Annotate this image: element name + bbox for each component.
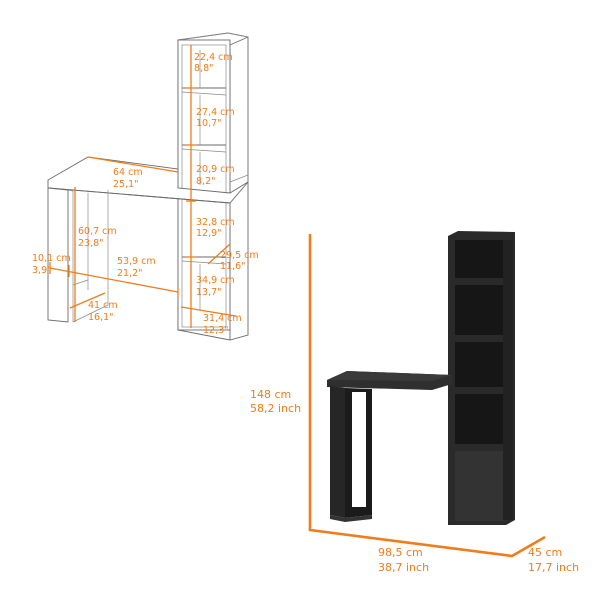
overall-dimension-labels: 148 cm 58,2 inch 98,5 cm 38,7 inch 45 cm… (250, 388, 579, 574)
height-cm: 148 cm (250, 388, 291, 401)
overall-dimension-lines (308, 234, 546, 558)
dim-label-in: 8,8" (194, 63, 213, 74)
dim-label-in: 12,3" (203, 325, 229, 336)
dim-label-cm: 22,4 cm (194, 52, 233, 63)
cabinet-door (455, 451, 503, 521)
shelf-compartment (455, 342, 503, 387)
dim-label-cm: 53,9 cm (117, 256, 156, 267)
shelf-compartment (455, 285, 503, 335)
dim-label-in: 12,9" (196, 228, 222, 239)
dim-label-cm: 29,5 cm (220, 250, 259, 261)
shelf-compartment (455, 394, 503, 444)
shelf-compartment (455, 240, 503, 278)
dim-label-cm: 20,9 cm (196, 164, 235, 175)
dim-label-in: 16,1" (88, 312, 114, 323)
dim-label-cm: 32,8 cm (196, 217, 235, 228)
dim-label-cm: 60,7 cm (78, 226, 117, 237)
line-sketch (47, 32, 249, 341)
depth-cm: 45 cm (528, 546, 562, 559)
dim-label-in: 23,8" (78, 238, 104, 249)
dim-label-cm: 10,1 cm (32, 253, 71, 264)
dim-label-cm: 64 cm (113, 167, 143, 178)
dim-label-cm: 27,4 cm (196, 107, 235, 118)
dim-label-in: 11,6" (220, 261, 246, 272)
sketch-dimension-lines (49, 45, 237, 328)
dim-label-in: 3,9" (32, 265, 51, 276)
desk-leg-outline (47, 187, 69, 323)
dim-label-in: 13,7" (196, 287, 222, 298)
product-render (327, 231, 515, 525)
dim-label-in: 25,1" (113, 179, 139, 190)
width-cm: 98,5 cm (378, 546, 423, 559)
dim-label-in: 8,2" (196, 176, 215, 187)
desk-leg (330, 386, 345, 518)
height-in: 58,2 inch (250, 402, 301, 415)
dim-label-in: 21,2" (117, 268, 143, 279)
dim-label-in: 10,7" (196, 118, 222, 129)
depth-in: 17,7 inch (528, 561, 579, 574)
dim-label-cm: 34,9 cm (196, 275, 235, 286)
width-in: 38,7 inch (378, 561, 429, 574)
dim-label-cm: 41 cm (88, 300, 118, 311)
dim-label-cm: 31,4 cm (203, 313, 242, 324)
sketch-dimension-labels: 22,4 cm 8,8" 27,4 cm 10,7" 20,9 cm 8,2" … (32, 52, 259, 336)
